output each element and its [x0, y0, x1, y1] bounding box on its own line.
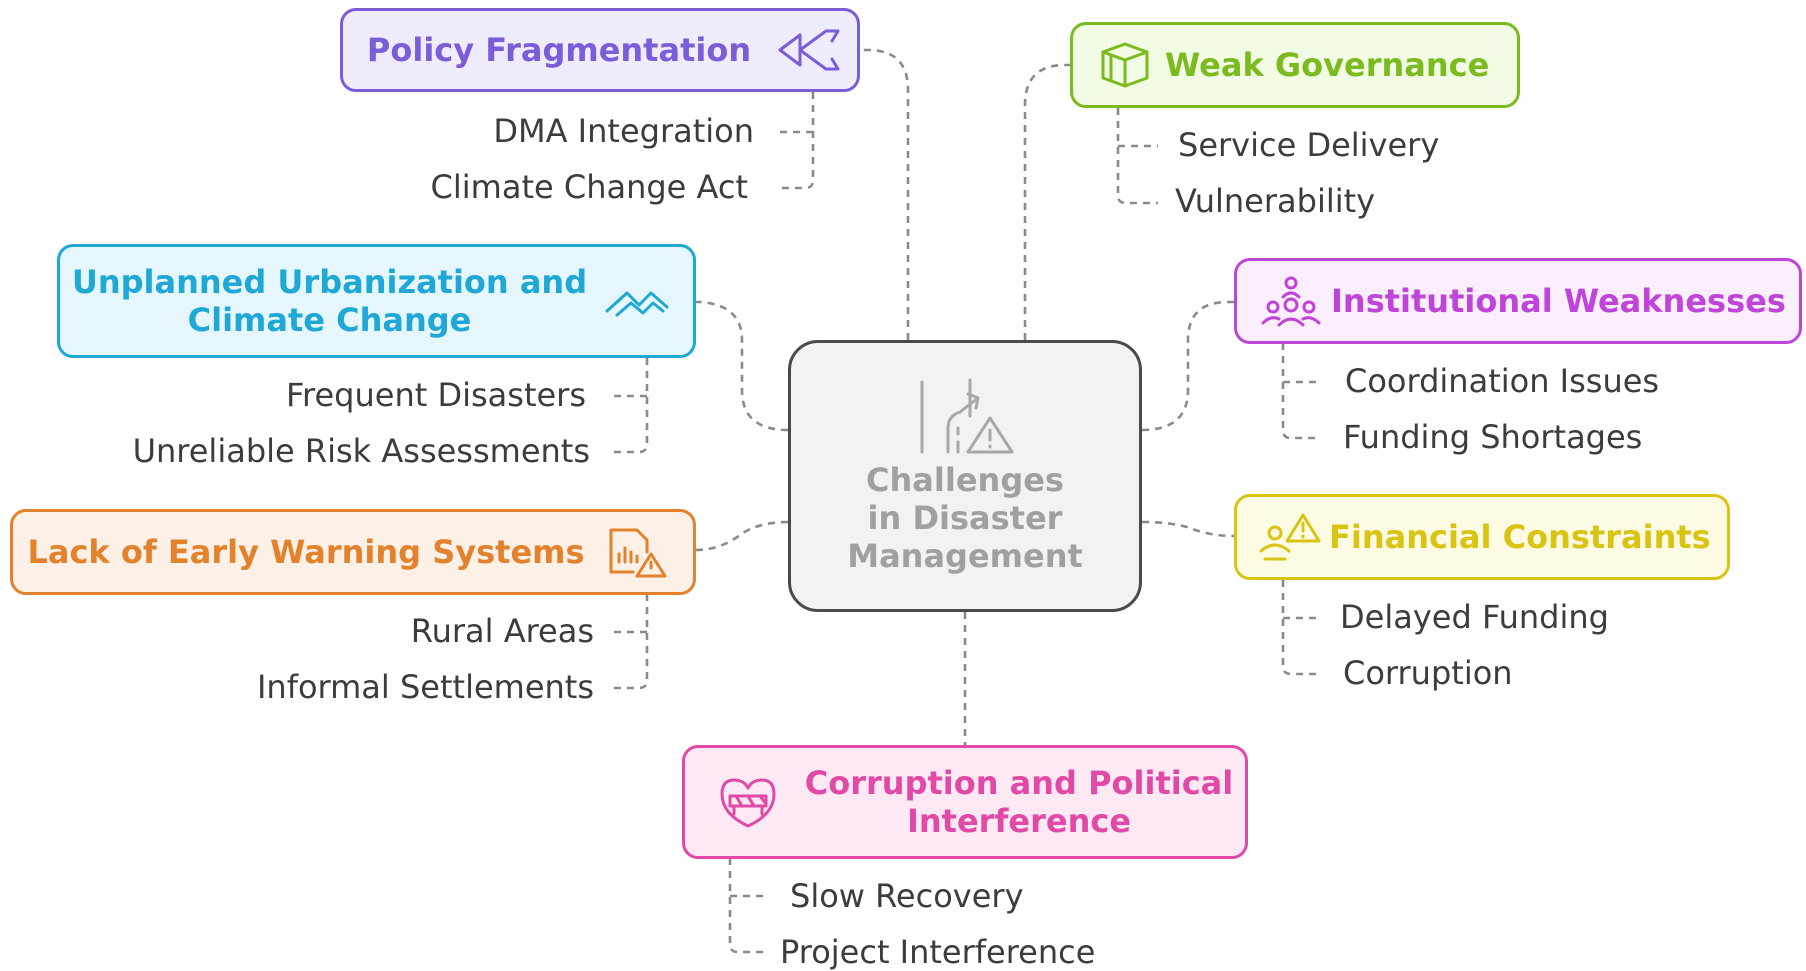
- person-warning-icon: [1249, 511, 1329, 563]
- connector-financial-items: [1281, 580, 1320, 676]
- connector-institutional: [1141, 300, 1234, 432]
- people-group-icon: [1251, 273, 1331, 329]
- node-lack-of-early-warning[interactable]: Lack of Early Warning Systems: [10, 509, 696, 595]
- connector-governance: [1023, 63, 1070, 340]
- connector-warning-items: [612, 594, 649, 690]
- node-institutional-weaknesses[interactable]: Institutional Weaknesses: [1234, 258, 1802, 344]
- node-title: Financial Constraints: [1329, 518, 1711, 556]
- subitem-climate-change-act: Climate Change Act: [430, 168, 748, 206]
- connector-governance-items: [1116, 108, 1158, 205]
- connector-institutional-items: [1281, 343, 1320, 440]
- ladder-warning-icon: [918, 376, 1018, 460]
- subitem-vulnerability: Vulnerability: [1175, 182, 1376, 220]
- node-title: Institutional Weaknesses: [1331, 282, 1786, 320]
- mountains-icon: [599, 281, 675, 321]
- connector-financial: [1141, 520, 1235, 538]
- subitem-coordination-issues: Coordination Issues: [1345, 362, 1660, 400]
- node-title: Unplanned Urbanization and Climate Chang…: [71, 263, 588, 339]
- node-title: Corruption and Political Interference: [804, 764, 1234, 840]
- report-warning-icon: [599, 526, 675, 578]
- connector-warning: [695, 520, 789, 552]
- subitem-corruption: Corruption: [1343, 654, 1513, 692]
- node-unplanned-urbanization[interactable]: Unplanned Urbanization and Climate Chang…: [57, 244, 696, 358]
- node-title: Lack of Early Warning Systems: [27, 533, 585, 571]
- center-title: Challenges in Disaster Management: [847, 461, 1083, 575]
- subitem-project-interference: Project Interference: [780, 933, 1096, 971]
- connector-policy-items: [778, 92, 815, 190]
- box-icon: [1085, 40, 1165, 90]
- node-financial-constraints[interactable]: Financial Constraints: [1234, 494, 1730, 580]
- subitem-unreliable-risk-assessments: Unreliable Risk Assessments: [132, 432, 590, 470]
- subitem-slow-recovery: Slow Recovery: [790, 877, 1024, 915]
- node-title: Weak Governance: [1165, 46, 1490, 84]
- shield-barrier-icon: [703, 774, 793, 830]
- subitem-rural-areas: Rural Areas: [410, 612, 594, 650]
- subitem-dma-integration: DMA Integration: [493, 112, 754, 150]
- center-node[interactable]: Challenges in Disaster Management: [788, 340, 1142, 612]
- subitem-service-delivery: Service Delivery: [1178, 126, 1440, 164]
- connector-corruption-items: [728, 858, 768, 954]
- node-corruption-political-interference[interactable]: Corruption and Political Interference: [682, 745, 1248, 859]
- subitem-delayed-funding: Delayed Funding: [1340, 598, 1609, 636]
- connector-policy: [860, 48, 910, 340]
- node-title: Policy Fragmentation: [366, 31, 752, 69]
- node-weak-governance[interactable]: Weak Governance: [1070, 22, 1520, 108]
- connector-urban: [696, 300, 789, 432]
- node-policy-fragmentation[interactable]: Policy Fragmentation: [340, 8, 860, 92]
- connector-urban-items: [612, 358, 649, 454]
- subitem-informal-settlements: Informal Settlements: [256, 668, 594, 706]
- subitem-funding-shortages: Funding Shortages: [1343, 418, 1643, 456]
- subitem-frequent-disasters: Frequent Disasters: [285, 376, 586, 414]
- arrows-diverge-icon: [775, 25, 845, 75]
